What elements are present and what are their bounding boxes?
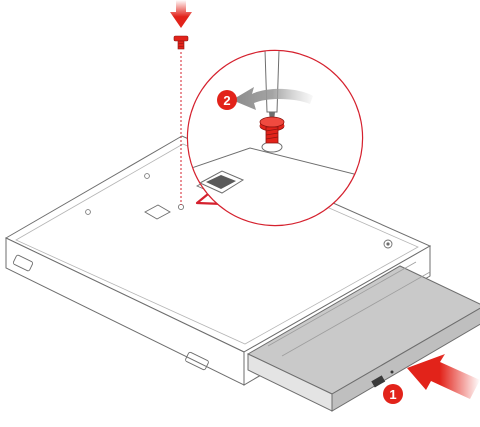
step-2-badge: 2 <box>217 90 237 110</box>
callout-magnifier: 2 <box>180 49 370 229</box>
step-2-label: 2 <box>223 93 230 108</box>
step-1-label: 1 <box>389 387 396 402</box>
drive-indicator <box>391 371 394 374</box>
down-arrow-icon <box>170 0 192 28</box>
callout-screw-hole <box>262 142 282 152</box>
step-1-badge: 1 <box>383 384 403 404</box>
screw-icon <box>174 36 188 49</box>
screwdriver-icon <box>265 50 279 112</box>
